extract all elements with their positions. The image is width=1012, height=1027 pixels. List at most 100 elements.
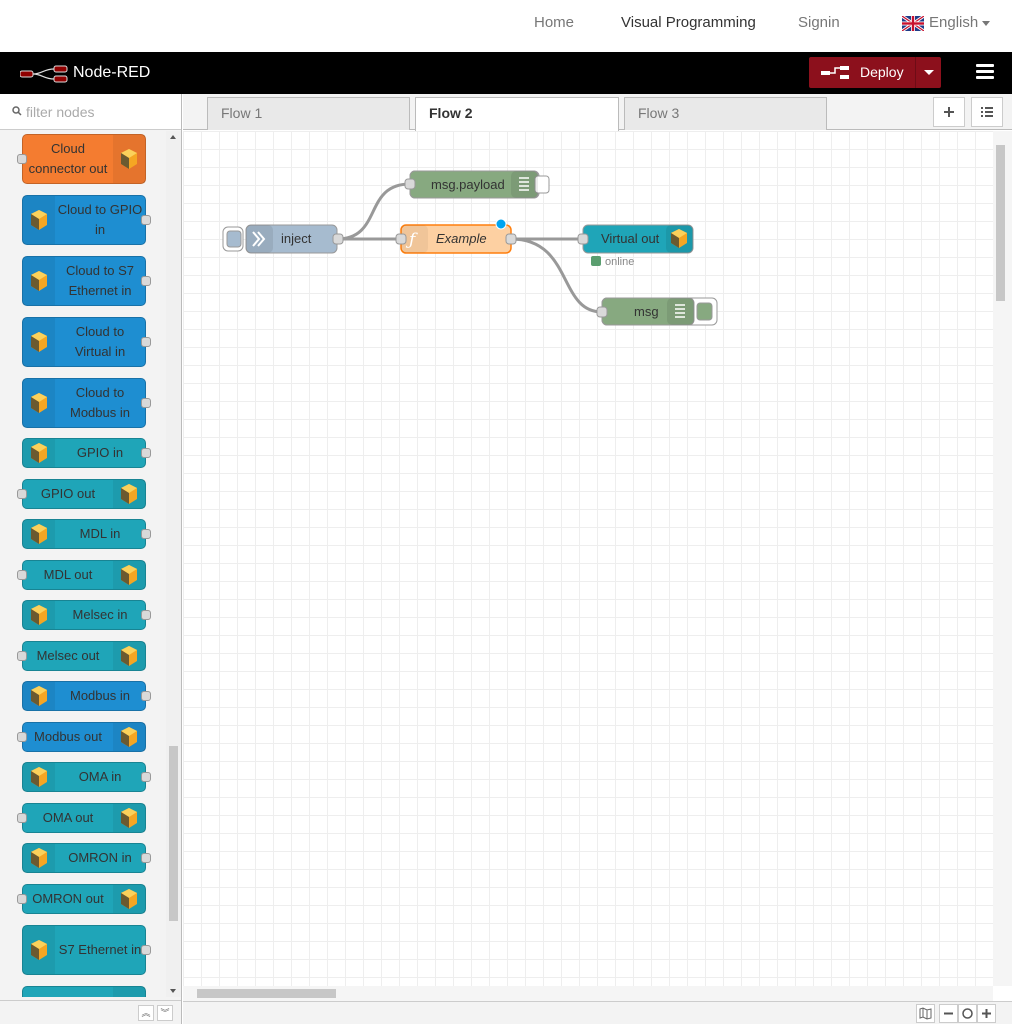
palette-node[interactable]: OMA out [17,803,146,833]
tab-label: Flow 2 [429,105,473,121]
palette-node-port [141,772,151,782]
virtual-out-input-port[interactable] [577,233,589,245]
zoom-in-button[interactable] [977,1004,996,1023]
wire-function-to-debug-bottom[interactable] [510,237,603,314]
palette-node-icon [113,480,145,508]
palette-node[interactable]: OMRON out [17,884,146,914]
debug-bottom-input-port[interactable] [596,306,608,318]
circle-icon [962,1008,973,1019]
deploy-icon [821,66,849,79]
palette-node-icon [113,723,145,751]
deploy-menu-chevron-icon[interactable] [924,70,934,75]
cube-icon [31,848,47,868]
main-menu-icon[interactable] [976,64,994,80]
zoom-out-button[interactable] [939,1004,958,1023]
zoom-reset-button[interactable] [958,1004,977,1023]
palette-scrollbar[interactable] [166,131,181,997]
palette-node[interactable]: Cloud connector out [17,134,146,184]
palette-node-port [17,813,27,823]
palette-node[interactable]: S7 Ethernet [22,986,146,997]
cube-icon [121,646,137,666]
inject-arrow-icon [252,231,266,247]
palette-node-port [141,337,151,347]
virtual-out-status: online [605,256,634,268]
debug-list-icon [519,177,529,191]
flow-tab-bar: Flow 1 Flow 2 Flow 3 [183,94,1012,131]
cube-icon [31,332,47,352]
debug-list-icon [675,304,685,318]
palette-node-port [141,853,151,863]
nav-signin-link[interactable]: Signin [798,14,840,31]
wire-inject-to-debug-top[interactable] [336,182,411,241]
deploy-button[interactable]: Deploy [809,57,941,88]
nodered-logo-icon [20,65,68,83]
palette-scroll-thumb[interactable] [169,746,178,921]
palette-node[interactable]: Cloud to GPIO in [22,195,151,245]
scroll-up-arrow-icon[interactable] [170,135,176,139]
debug-top-input-port[interactable] [404,178,416,190]
palette-node[interactable]: GPIO in [22,438,151,468]
workspace-vscroll-thumb[interactable] [996,145,1005,301]
palette-node-label: MDL out [43,567,93,582]
tab-flow-3[interactable]: Flow 3 [624,97,827,130]
debug-bottom-label: msg [634,304,659,319]
workspace-horizontal-scrollbar[interactable] [183,986,993,1001]
debug-bottom-toggle-button[interactable] [696,302,713,321]
nav-visual-programming-link[interactable]: Visual Programming [621,14,756,31]
filter-nodes-input[interactable]: filter nodes [0,94,181,130]
navigator-button[interactable] [916,1004,935,1023]
palette-node[interactable]: Cloud to Modbus in [22,378,151,428]
flow-canvas[interactable]: inject ƒ Example msg.payload [183,131,993,986]
virtual-out-node[interactable]: Virtual out online [577,224,694,268]
status-online-icon [591,256,601,266]
collapse-all-icon[interactable]: ︾ [157,1005,173,1021]
debug-node-top[interactable]: msg.payload [404,170,550,199]
palette-node[interactable]: Cloud to S7 Ethernet in [22,256,151,306]
palette-node[interactable]: Modbus in [22,681,151,711]
cube-icon [31,686,47,706]
debug-top-toggle-button[interactable] [534,175,550,194]
palette-node[interactable]: Modbus out [17,722,146,752]
nav-home-link[interactable]: Home [534,14,575,31]
inject-node[interactable]: inject [222,224,344,254]
debug-node-bottom[interactable]: msg [596,297,718,326]
tab-flow-2[interactable]: Flow 2 [415,97,619,131]
uk-flag-icon[interactable] [902,16,924,31]
palette-node-label: Modbus out [34,729,102,744]
palette-node-icon [113,804,145,832]
palette-node[interactable]: MDL out [17,560,146,590]
plus-icon [982,1009,991,1018]
workspace-vertical-scrollbar[interactable] [993,131,1012,986]
palette-node[interactable]: GPIO out [17,479,146,509]
palette-node-icon [23,257,55,305]
inject-output-port[interactable] [332,233,344,245]
palette-node-label: S7 Ethernet in [58,942,142,957]
cube-icon [31,443,47,463]
palette-node[interactable]: S7 Ethernet in [22,925,151,975]
flow-workspace[interactable]: inject ƒ Example msg.payload [183,131,993,986]
search-icon [12,106,22,116]
list-flows-button[interactable] [971,97,1003,127]
palette-node[interactable]: Melsec out [17,641,146,671]
tab-flow-1[interactable]: Flow 1 [207,97,410,130]
palette-node[interactable]: MDL in [22,519,151,549]
palette-node-icon [23,318,55,366]
palette-node[interactable]: Melsec in [22,600,151,630]
palette-node-label: OMRON in [68,850,132,865]
palette-node-label: OMA in [78,769,122,784]
scroll-down-arrow-icon[interactable] [170,989,176,993]
function-output-port[interactable] [505,233,517,245]
palette-node-port [17,732,27,742]
palette-node-label: GPIO in [76,445,124,460]
expand-all-icon[interactable]: ︽ [138,1005,154,1021]
function-node[interactable]: ƒ Example [395,218,517,254]
palette-node[interactable]: OMRON in [22,843,151,873]
palette-node[interactable]: OMA in [22,762,151,792]
language-selector[interactable]: English [929,14,991,31]
palette-node[interactable]: Cloud to Virtual in [22,317,151,367]
function-input-port[interactable] [395,233,407,245]
workspace-hscroll-thumb[interactable] [197,989,336,998]
add-flow-button[interactable] [933,97,965,127]
app-title: Node-RED [73,64,151,81]
